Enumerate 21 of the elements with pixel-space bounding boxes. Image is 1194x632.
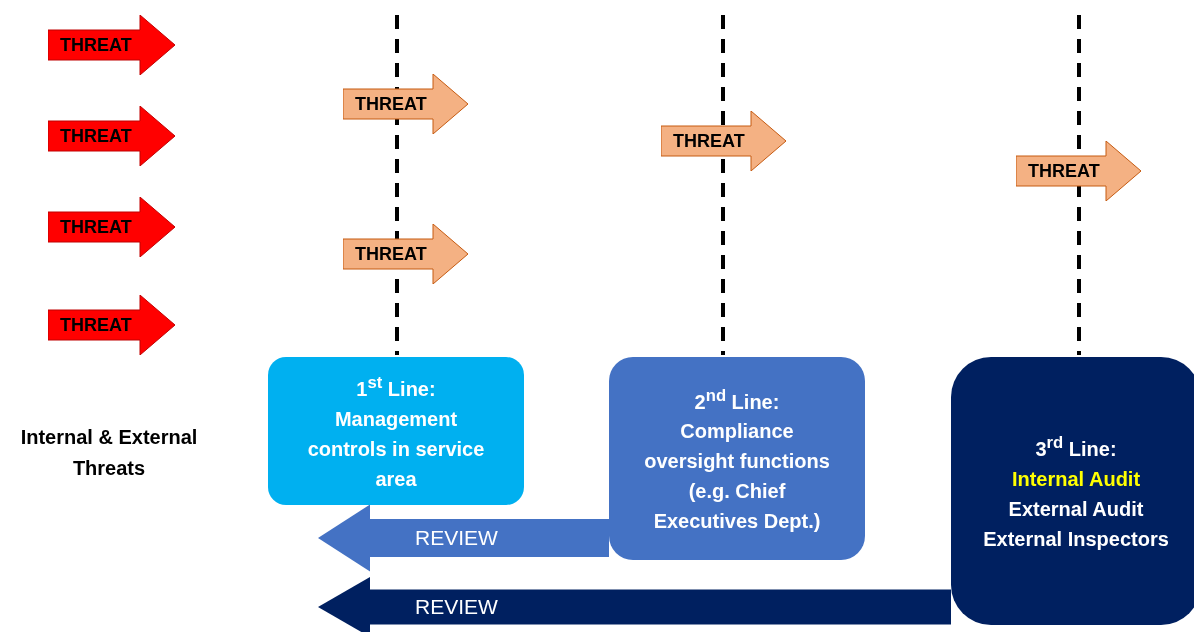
threat-shape: THREAT	[48, 15, 175, 75]
line-heading: 3$^{rd}$ Line:	[1035, 432, 1117, 462]
edge-label: REVIEW	[415, 525, 498, 551]
threat-shape: THREAT	[48, 106, 175, 166]
threat-shape: THREAT	[1016, 141, 1141, 201]
threat-shape: THREAT	[343, 74, 468, 134]
threat-shape: THREAT	[48, 295, 175, 355]
line-description: Management controls in service area	[306, 406, 486, 492]
line-description: External Inspectors	[983, 526, 1169, 552]
line-description: External Audit	[1008, 496, 1144, 522]
review-arrow	[318, 577, 951, 632]
threat-shape: THREAT	[661, 111, 786, 171]
edge-label: REVIEW	[415, 594, 498, 620]
line-heading: 1$^{st}$ Line:	[356, 372, 436, 402]
threat-shape: THREAT	[343, 224, 468, 284]
side-label: Internal & External Threats	[19, 425, 199, 481]
review-arrow	[318, 504, 609, 572]
line-description: Compliance oversight functions (e.g. Chief Executives Dept.)	[643, 419, 831, 535]
line-heading: 2$^{nd}$ Line:	[694, 384, 780, 415]
threat-shape: THREAT	[48, 197, 175, 257]
line-description: Internal Audit	[1011, 466, 1141, 492]
